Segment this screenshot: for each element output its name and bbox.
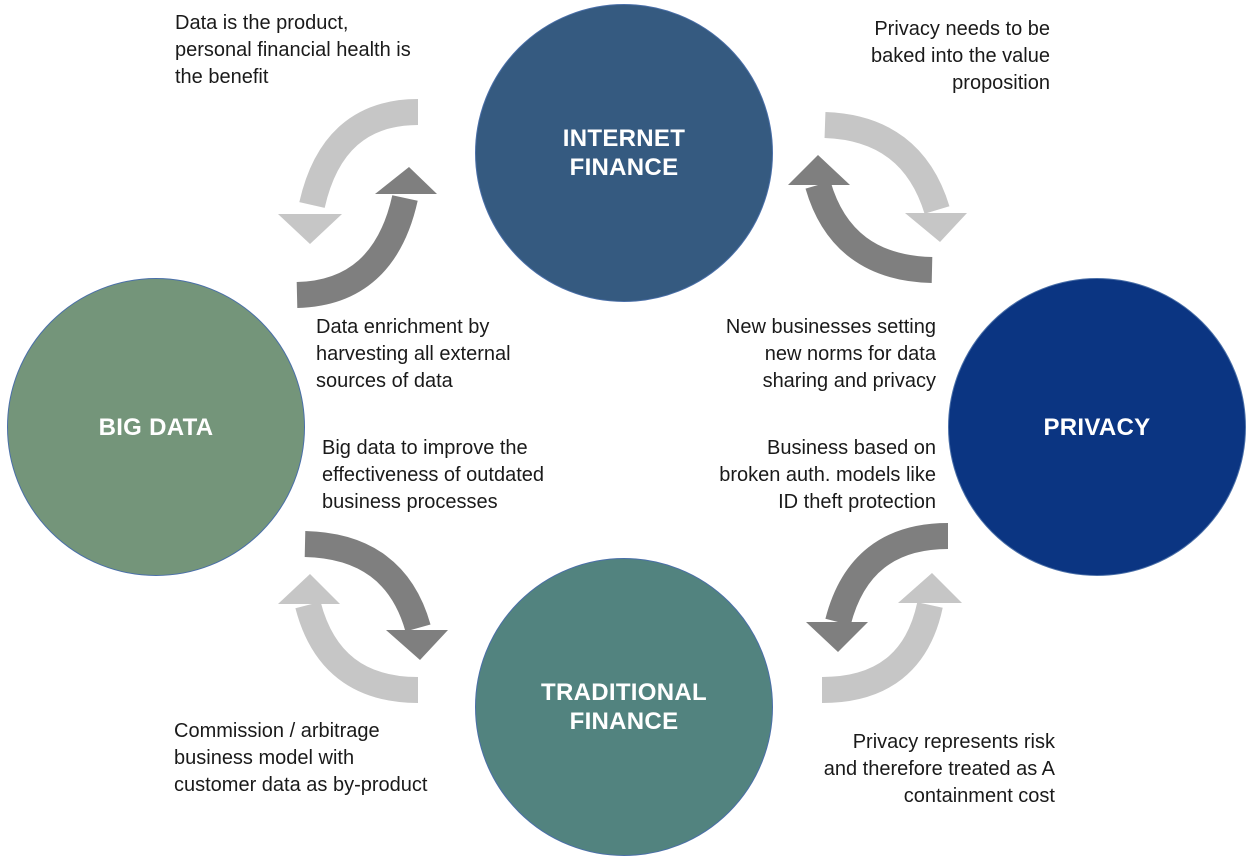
- note-bottom-right: Privacy represents risk and therefore tr…: [823, 731, 1055, 807]
- node-internet-finance: INTERNET FINANCE: [475, 4, 773, 302]
- note-mid-right-upper: New businesses setting new norms for dat…: [725, 316, 936, 392]
- arrow-traditional-to-bigdata: [278, 574, 419, 703]
- note-mid-right-lower: Business based on broken auth. models li…: [719, 437, 936, 513]
- note-top-left: Data is the product, personal financial …: [175, 12, 411, 88]
- note-mid-left-lower: Big data to improve the effectiveness of…: [322, 437, 545, 513]
- arrow-traditional-to-privacy: [821, 573, 962, 703]
- node-big-data: BIG DATA: [7, 278, 305, 576]
- arrow-privacy-to-internet: [788, 155, 933, 283]
- node-privacy: PRIVACY: [948, 278, 1246, 576]
- node-label-internet-finance: INTERNET FINANCE: [562, 125, 686, 181]
- note-top-right: Privacy needs to be baked into the value…: [870, 18, 1050, 94]
- node-label-traditional-finance: TRADITIONAL FINANCE: [541, 679, 707, 735]
- arrow-bigdata-to-traditional: [304, 531, 448, 660]
- arrow-privacy-to-traditional: [806, 523, 949, 652]
- arrow-internet-to-bigdata: [278, 99, 419, 244]
- note-mid-left-upper: Data enrichment by harvesting all extern…: [316, 316, 511, 392]
- node-label-privacy: PRIVACY: [1043, 413, 1151, 441]
- node-traditional-finance: TRADITIONAL FINANCE: [475, 558, 773, 856]
- note-bottom-left: Commission / arbitrage business model wi…: [174, 720, 428, 796]
- node-label-big-data: BIG DATA: [98, 413, 214, 441]
- arrow-bigdata-to-internet: [296, 167, 437, 308]
- arrow-internet-to-privacy: [824, 112, 967, 242]
